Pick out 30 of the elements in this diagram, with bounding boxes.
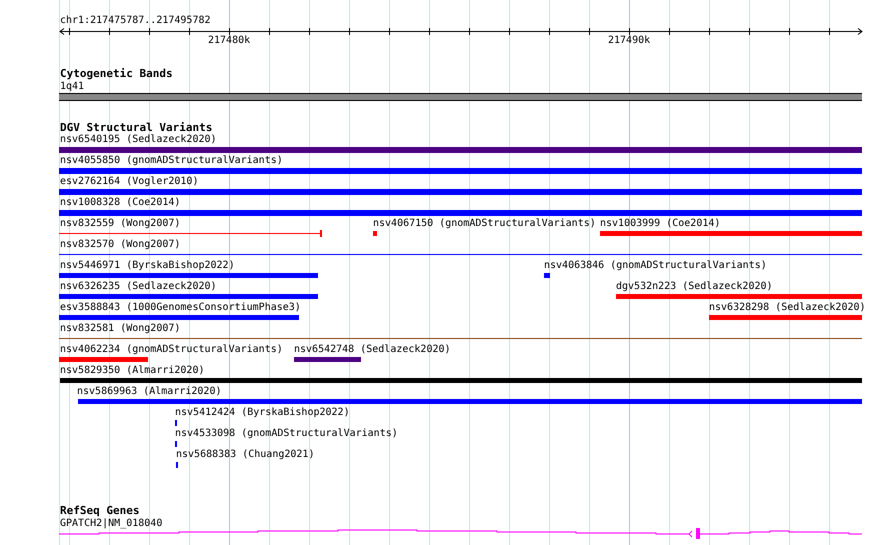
- variant-label: nsv5446971 (ByrskaBishop2022): [60, 260, 235, 272]
- tick-label: 217480k: [208, 35, 250, 47]
- variant-label: nsv832559 (Wong2007): [60, 218, 180, 230]
- variant-label: nsv6328298 (Sedlazeck2020): [709, 302, 866, 314]
- track-title: Cytogenetic Bands: [60, 68, 173, 80]
- variant-label: nsv832570 (Wong2007): [60, 239, 180, 251]
- variant-label: nsv5688383 (Chuang2021): [176, 449, 314, 461]
- variant-label: nsv6542748 (Sedlazeck2020): [294, 344, 451, 356]
- variant-label: nsv6540195 (Sedlazeck2020): [60, 134, 217, 146]
- variant-label: nsv4067150 (gnomADStructuralVariants): [373, 218, 596, 230]
- variant-label: nsv6326235 (Sedlazeck2020): [60, 281, 217, 293]
- variant-label: nsv1003999 (Coe2014): [600, 218, 720, 230]
- variant-label: nsv4055850 (gnomADStructuralVariants): [60, 155, 283, 167]
- variant-label: esv2762164 (Vogler2010): [60, 176, 198, 188]
- tick-label: 217490k: [608, 35, 650, 47]
- track-title: DGV Structural Variants: [60, 122, 212, 134]
- band-label: 1q41: [60, 81, 84, 93]
- variant-label: nsv4063846 (gnomADStructuralVariants): [544, 260, 767, 272]
- variant-label: esv3588843 (1000GenomesConsortiumPhase3): [60, 302, 301, 314]
- variant-label: nsv4062234 (gnomADStructuralVariants): [60, 344, 283, 356]
- variant-label: nsv5869963 (Almarri2020): [77, 386, 222, 398]
- variant-label: nsv1008328 (Coe2014): [60, 197, 180, 209]
- position-label: chr1:217475787..217495782: [60, 15, 211, 27]
- variant-label: nsv5829350 (Almarri2020): [60, 365, 204, 377]
- gene-label: GPATCH2|NM_018040: [60, 518, 162, 530]
- variant-label: nsv5412424 (ByrskaBishop2022): [175, 407, 350, 419]
- variant-label: nsv832581 (Wong2007): [60, 323, 180, 335]
- variant-label: nsv4533098 (gnomADStructuralVariants): [175, 428, 398, 440]
- variant-label: dgv532n223 (Sedlazeck2020): [616, 281, 773, 293]
- track-title: RefSeq Genes: [60, 505, 140, 517]
